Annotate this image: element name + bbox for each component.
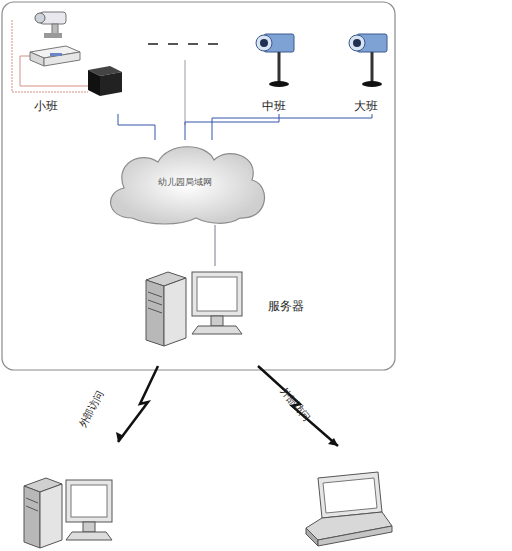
network-cable xyxy=(118,114,155,140)
lan-frame xyxy=(2,2,395,370)
remote-desktop xyxy=(24,478,112,548)
link-label: 外部访问 xyxy=(76,388,107,430)
ptz-camera xyxy=(12,12,88,92)
dvr-box xyxy=(30,46,80,66)
remote-laptop xyxy=(306,472,392,546)
link-label: 外部访问 xyxy=(277,385,313,425)
encoder-box xyxy=(88,66,122,96)
camera-node: 中班 xyxy=(250,28,300,114)
wireless-link xyxy=(328,438,338,446)
wireless-link xyxy=(258,366,338,446)
server-computer xyxy=(146,272,242,346)
lan-cloud: 幼儿园局域网 xyxy=(100,140,270,225)
cloud-label: 幼儿园局域网 xyxy=(100,140,270,225)
wireless-link xyxy=(118,366,158,442)
ellipsis-dashes xyxy=(148,43,218,45)
node-label: 大班 xyxy=(354,98,378,115)
node-label: 小班 xyxy=(34,98,58,115)
node-label: 中班 xyxy=(262,98,286,115)
network-cable xyxy=(212,114,372,140)
node-label: 服务器 xyxy=(268,298,304,315)
class-camera-group: 小班 xyxy=(22,8,130,114)
network-cable xyxy=(215,225,216,266)
wire xyxy=(185,60,186,125)
ip-camera xyxy=(256,34,294,87)
camera-node: 大班 xyxy=(342,28,392,114)
server-node: 服务器 xyxy=(140,266,320,350)
ip-camera xyxy=(349,34,387,87)
wireless-link xyxy=(116,432,124,442)
